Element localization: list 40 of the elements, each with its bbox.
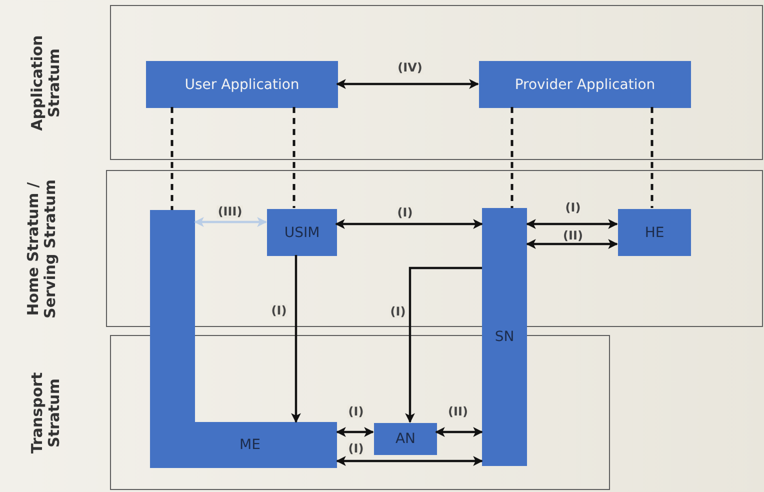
stratum-heading: Home Stratum / Serving Stratum [22, 178, 60, 320]
edge-label: (II) [562, 229, 584, 243]
entity-label: AN [395, 431, 416, 447]
edge-label: (I) [389, 305, 407, 319]
entity-box [618, 209, 691, 256]
entity-label: Provider Application [514, 76, 656, 92]
edge-label: (I) [347, 442, 365, 456]
arrow [194, 217, 267, 227]
entity-box [479, 61, 691, 108]
stratum-heading: Application Stratum [26, 34, 64, 133]
dashed-connector [510, 107, 514, 208]
dashed-connector [650, 107, 654, 208]
arrow [526, 239, 618, 249]
arrow [336, 427, 374, 437]
arrow [435, 427, 483, 437]
arrow [291, 255, 301, 423]
arrow [526, 219, 618, 229]
edge-label: (III) [216, 205, 244, 219]
entity-box [146, 61, 338, 108]
dashed-connector [292, 107, 296, 208]
entity-label: ME [240, 437, 260, 453]
stratum-heading: Transport Stratum [26, 370, 64, 456]
entity-label: HE [644, 224, 664, 240]
entity-label: User Application [184, 76, 300, 92]
edge-label: (II) [447, 405, 469, 419]
edge-label: (I) [270, 304, 288, 318]
entity-box [374, 423, 437, 455]
arrow [405, 266, 482, 423]
edge-label: (I) [347, 405, 365, 419]
edge-label: (IV) [396, 61, 424, 75]
edge-label: (I) [564, 201, 582, 215]
entity-label: SN [494, 329, 514, 345]
arrow [336, 79, 479, 89]
edge-label: (I) [396, 206, 414, 220]
entity-box [267, 209, 337, 256]
arrow [336, 456, 483, 466]
arrow [335, 219, 483, 229]
entity-label: USIM [284, 224, 320, 240]
dashed-connector [170, 107, 174, 210]
entity-box [482, 208, 527, 466]
